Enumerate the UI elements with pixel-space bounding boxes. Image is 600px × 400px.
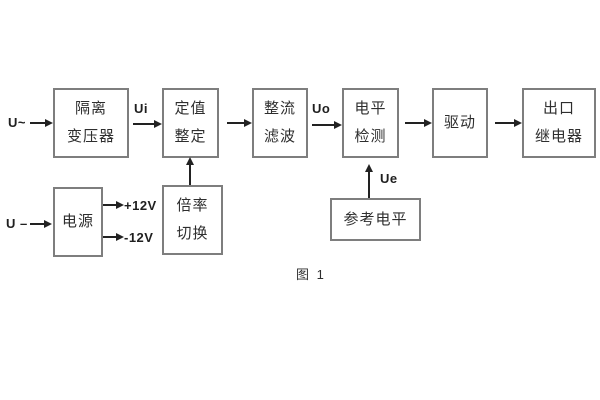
block-label-line1: 电平: [354, 100, 387, 117]
block-value-setting: 定值 整定: [162, 88, 219, 158]
block-label-line2: 整定: [174, 128, 207, 145]
signal-label-ac-input: U~: [8, 115, 26, 130]
block-label-line1: 参考电平: [343, 210, 408, 228]
signal-label-minus-12v: -12V: [124, 230, 154, 245]
block-label-line1: 整流: [263, 100, 296, 117]
block-label-line2: 切换: [176, 225, 209, 242]
block-ratio-switching: 倍率 切换: [162, 185, 223, 255]
arrow-dc-input-to-power-supply: [30, 223, 44, 225]
block-label-line1: 隔离: [74, 100, 107, 117]
signal-label-plus-12v: +12V: [124, 198, 157, 213]
block-label-line1: 定值: [174, 100, 207, 117]
arrow-rectifier-filter-to-level-detection: [312, 124, 334, 126]
signal-label-ue: Ue: [380, 171, 398, 186]
block-label-line2: 变压器: [66, 128, 115, 145]
block-reference-level: 参考电平: [330, 198, 421, 241]
block-driver: 驱动: [432, 88, 488, 158]
block-power-supply: 电源: [53, 187, 103, 257]
arrow-ratio-switching-to-value-setting: [189, 165, 191, 185]
arrow-reference-level-to-level-detection: [368, 172, 370, 198]
block-isolation-transformer: 隔离 变压器: [53, 88, 129, 158]
arrow-power-supply-to-plus-12v: [103, 204, 116, 206]
block-label-line2: 继电器: [534, 128, 583, 145]
arrow-ac-input-to-isolation-transformer: [30, 122, 45, 124]
arrow-level-detection-to-driver: [405, 122, 424, 124]
signal-label-dc-input: U –: [6, 216, 28, 231]
block-label-line2: 滤波: [263, 128, 296, 145]
block-label-line1: 倍率: [176, 197, 209, 214]
block-label-line1: 出口: [542, 100, 575, 117]
block-label-line1: 电源: [61, 213, 94, 230]
arrow-value-setting-to-rectifier-filter: [227, 122, 244, 124]
arrow-driver-to-output-relay: [495, 122, 514, 124]
block-level-detection: 电平 检测: [342, 88, 399, 158]
arrow-isolation-transformer-to-value-setting: [133, 123, 154, 125]
arrow-power-supply-to-minus-12v: [103, 236, 116, 238]
block-label-line2: 检测: [354, 128, 387, 145]
block-output-relay: 出口 继电器: [522, 88, 596, 158]
block-label-line1: 驱动: [443, 114, 476, 131]
signal-label-ui: Ui: [134, 101, 148, 116]
block-rectifier-filter: 整流 滤波: [252, 88, 308, 158]
signal-label-uo: Uo: [312, 101, 331, 116]
figure-caption: 图 1: [296, 267, 326, 282]
